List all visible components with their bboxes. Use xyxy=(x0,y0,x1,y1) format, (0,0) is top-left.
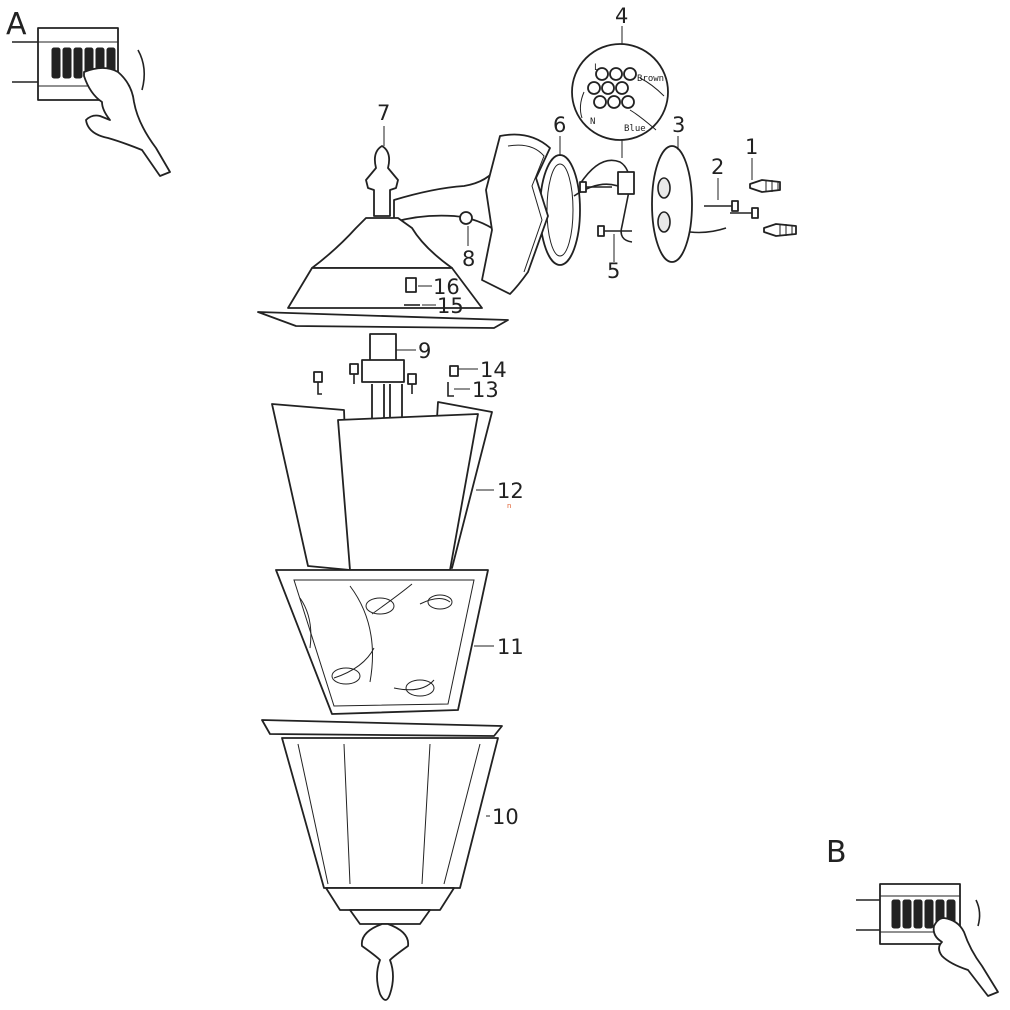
switch-motion-arrow-b xyxy=(975,899,981,927)
stray-mark: n xyxy=(507,502,511,510)
callout-15: 15 xyxy=(437,294,464,318)
callout-13: 13 xyxy=(472,378,499,402)
callout-3: 3 xyxy=(672,113,685,137)
callout-4: 4 xyxy=(615,4,628,28)
lamp-holder xyxy=(369,333,397,363)
lantern-base-collar xyxy=(349,909,431,925)
part-callouts: 1 2 3 4 5 6 7 8 9 10 11 12 13 14 15 16 n xyxy=(377,4,758,829)
step-b-label: B xyxy=(826,835,847,870)
switch-motion-arrow xyxy=(137,49,146,91)
lantern-body-top-rim xyxy=(261,719,503,737)
callout-7: 7 xyxy=(377,101,390,125)
lantern-roof-top xyxy=(311,217,453,269)
callout-6: 6 xyxy=(553,113,566,137)
wire-label-brown: Brown xyxy=(637,74,664,84)
leaf-vine-ornament xyxy=(299,583,451,691)
bottom-finial xyxy=(360,923,410,1001)
step-a-label: A xyxy=(6,7,27,42)
wall-bracket-arm xyxy=(393,165,499,233)
screw-2 xyxy=(704,200,759,219)
wall-plug-1 xyxy=(749,179,797,237)
callout-14: 14 xyxy=(480,358,507,382)
clip-13 xyxy=(447,382,454,397)
wire-label-blue: Blue xyxy=(624,124,646,134)
lantern-assembly xyxy=(257,133,551,1001)
callout-5: 5 xyxy=(607,259,620,283)
terminal-screws xyxy=(587,67,637,109)
terminal-block-detail: Brown Blue L N xyxy=(571,26,669,158)
screw-14 xyxy=(449,365,459,377)
connector-block xyxy=(617,171,635,195)
callout-12: 12 xyxy=(497,479,524,503)
lantern-roof-brim xyxy=(257,311,509,329)
step-b-breaker-on: B xyxy=(826,835,999,997)
callout-8: 8 xyxy=(462,247,475,271)
decor-frame-outer xyxy=(275,569,489,715)
callout-9: 9 xyxy=(418,339,431,363)
step-a-breaker-off: A xyxy=(6,7,171,177)
mounting-plate xyxy=(651,145,693,263)
callout-2: 2 xyxy=(711,155,724,179)
screw-5 xyxy=(597,225,632,237)
screw-16 xyxy=(405,277,417,293)
hand-b xyxy=(932,917,999,997)
leader-lines xyxy=(383,126,753,817)
lantern-roof-skirt xyxy=(287,267,483,309)
breaker-switches-b xyxy=(891,899,956,929)
wire-label-live: L xyxy=(594,63,599,73)
wall-back-plate xyxy=(481,133,551,295)
callout-1: 1 xyxy=(745,135,758,159)
callout-11: 11 xyxy=(497,635,524,659)
lantern-body-base xyxy=(325,887,455,911)
nut-8 xyxy=(459,211,473,225)
screw-left xyxy=(579,181,612,193)
clips-13-14 xyxy=(313,363,459,397)
callout-16: 16 xyxy=(433,275,460,299)
hand-pressing-switch xyxy=(83,67,171,177)
wire-label-neutral: N xyxy=(590,117,595,127)
lantern-body-frame xyxy=(281,737,499,889)
wall-mount-parts xyxy=(539,145,797,266)
top-finial xyxy=(365,145,399,217)
lamp-holder-ring xyxy=(361,359,405,383)
callout-10: 10 xyxy=(492,805,519,829)
